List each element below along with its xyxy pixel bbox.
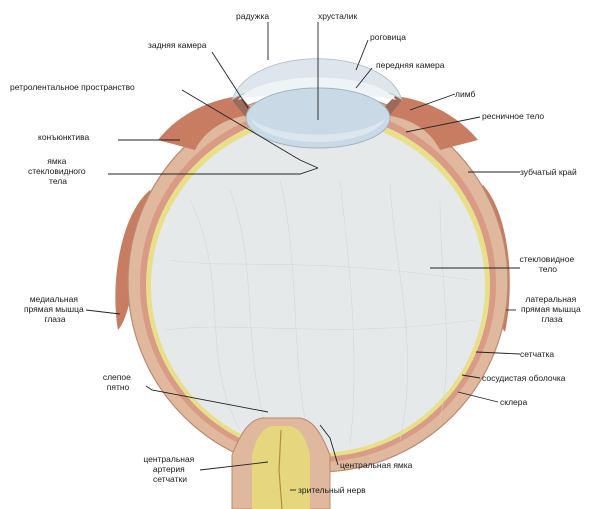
label-vitreous-body: стекловидное тело — [519, 254, 576, 274]
label-ora-serrata: зубчатый край — [520, 167, 577, 177]
label-lateral-rectus: латеральная прямая мышца глаза — [521, 294, 583, 324]
vitreous-body — [151, 119, 485, 453]
label-ciliary-body: ресничное тело — [482, 111, 544, 121]
label-choroid: сосудистая оболочка — [482, 373, 566, 383]
label-retrolental-space: ретролентальное пространство — [10, 82, 135, 92]
label-hyaloid-fossa: ямка стекловидного тела — [28, 156, 88, 186]
label-fovea: центральная ямка — [340, 460, 413, 470]
label-blind-spot: слепое пятно — [103, 372, 133, 392]
label-limbus: лимб — [455, 89, 475, 99]
label-cornea: роговица — [370, 32, 406, 42]
leader-medial-rectus — [86, 310, 120, 314]
label-retina: сетчатка — [520, 349, 554, 359]
label-central-artery: центральная артерия сетчатки — [143, 454, 196, 484]
label-sclera: склера — [500, 397, 527, 407]
label-iris: радужка — [236, 11, 269, 21]
label-lens: хрусталик — [318, 11, 358, 21]
label-posterior-chamber: задняя камера — [148, 40, 207, 50]
label-conjunctiva: конъюнктива — [38, 132, 89, 142]
label-medial-rectus: медиальная прямая мышца глаза — [24, 294, 86, 324]
label-anterior-chamber: передняя камера — [376, 60, 445, 70]
label-optic-nerve: зрительный нерв — [298, 485, 366, 495]
